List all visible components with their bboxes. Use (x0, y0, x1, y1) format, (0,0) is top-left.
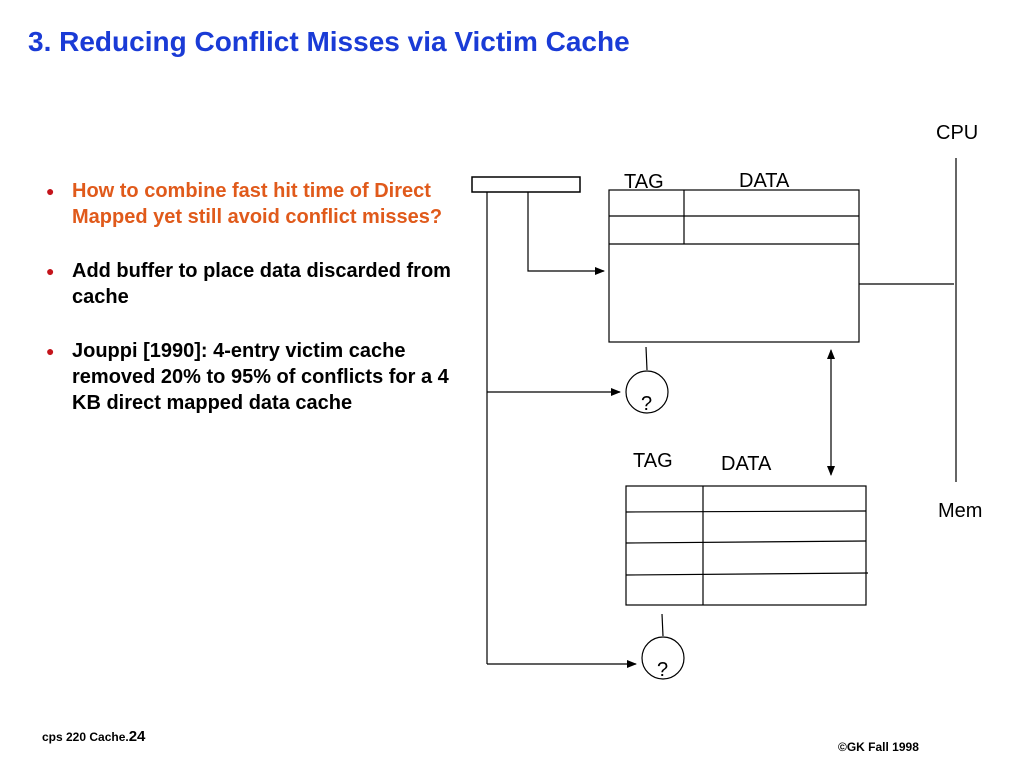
bullet-item: ● Jouppi [1990]: 4-entry victim cache re… (46, 338, 466, 416)
victim-data-label: DATA (721, 453, 772, 475)
compare2-label: ? (657, 659, 668, 681)
bullet-text: How to combine fast hit time of Direct M… (72, 180, 443, 228)
mem-label: Mem (938, 500, 982, 522)
cpu-label: CPU (936, 122, 978, 144)
bullet-text: Jouppi [1990]: 4-entry victim cache remo… (72, 340, 449, 414)
compare1-input-line (645, 346, 648, 371)
compare2-circle (641, 636, 685, 680)
bullet-icon: ● (46, 183, 55, 199)
footer-copyright: ©GK Fall 1998 (838, 740, 919, 754)
footer-course: cps 220 Cache.24 (42, 728, 145, 745)
cache-tag-label: TAG (624, 171, 664, 193)
address-to-cache-arrow (527, 192, 605, 275)
bullet-icon: ● (46, 343, 55, 359)
address-register (471, 176, 581, 193)
compare2-input-line (661, 613, 664, 637)
bullet-icon: ● (46, 263, 55, 279)
compare1-circle (625, 370, 669, 414)
cache-data-label: DATA (739, 170, 790, 192)
victim-cache (625, 485, 869, 606)
victim-tag-label: TAG (633, 450, 673, 472)
footer-page-number: 24 (128, 728, 146, 745)
footer-course-text: cps 220 Cache. (42, 730, 129, 744)
bullet-text: Add buffer to place data discarded from … (72, 260, 451, 308)
slide-title: 3. Reducing Conflict Misses via Victim C… (28, 26, 630, 57)
bullet-item: ● Add buffer to place data discarded fro… (46, 258, 466, 310)
direct-mapped-cache (608, 189, 860, 343)
compare1-label: ? (641, 393, 652, 415)
bullet-item: ● How to combine fast hit time of Direct… (46, 178, 466, 230)
bullet-list: ● How to combine fast hit time of Direct… (46, 178, 466, 444)
